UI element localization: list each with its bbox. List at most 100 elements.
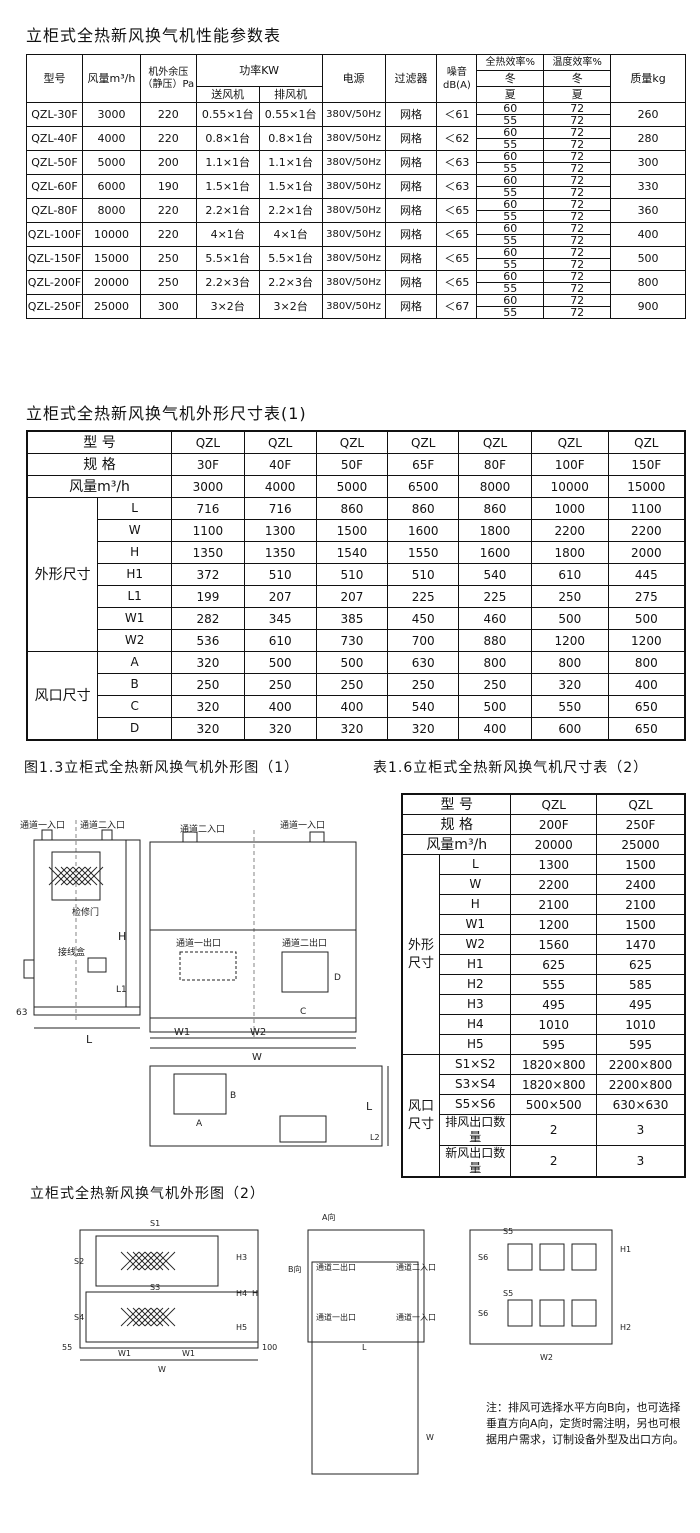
dim2-outer-cell: 1300 xyxy=(510,854,597,875)
perf-cell-filter: 网格 xyxy=(384,198,438,223)
dim1-model-row-cell: QZL xyxy=(387,430,460,454)
fig2-ch1-out: 通道一出口 xyxy=(316,1312,356,1322)
dim1-outer-cell: 199 xyxy=(171,585,245,608)
fig1-L-top: L xyxy=(366,1100,373,1113)
fig2-S6a: S6 xyxy=(478,1253,488,1262)
dim1-spec-row-cell: 40F xyxy=(243,453,317,476)
perf-cell-eff1-winter: 60 xyxy=(476,174,545,187)
perf-cell-src: 380V/50Hz xyxy=(321,294,386,319)
dim1-outer-cell: 1100 xyxy=(171,519,245,542)
perf-cell-air: 3000 xyxy=(81,102,141,127)
perf-cell-air: 6000 xyxy=(81,174,141,199)
fig1-top-ch2-in: 通道二入口 xyxy=(180,823,225,835)
dim1-outer-group-label: 外形尺寸 xyxy=(26,497,99,652)
top-view-body xyxy=(149,1065,383,1147)
dim2-outer-cell: 2100 xyxy=(596,894,686,915)
perf-h-eff1: 全热效率% xyxy=(476,54,545,71)
perf-cell-model: QZL-30F xyxy=(26,102,83,127)
perf-cell-air: 20000 xyxy=(81,270,141,295)
fig1-H: H xyxy=(118,930,126,943)
fig1-ch2-in-label: 通道二入口 xyxy=(80,819,125,831)
perf-cell-src: 380V/50Hz xyxy=(321,198,386,223)
dim2-outer-cell: 1470 xyxy=(596,934,686,955)
fig1-top-ch1-in: 通道一入口 xyxy=(280,819,325,831)
dim1-spec-row-cell: 100F xyxy=(530,453,609,476)
dim1-air-row-cell: 10000 xyxy=(530,475,609,498)
dim1-outer-cell: 1200 xyxy=(530,629,609,652)
perf-cell-noise: ＜63 xyxy=(436,150,478,175)
dim-table1-title: 立柜式全热新风换气机外形尺寸表(1) xyxy=(26,404,307,423)
perf-cell-noise: ＜65 xyxy=(436,198,478,223)
perf-cell-eff1-summer: 55 xyxy=(476,282,545,295)
perf-cell-exhaust: 4×1台 xyxy=(258,222,323,247)
dim1-outer-cell: 1350 xyxy=(171,541,245,564)
note-text: 注：排风可选择水平方向B向，也可选择垂直方向A向，定货时需注明，另也可根据用户需… xyxy=(486,1401,684,1446)
perf-h-air: 风量m³/h xyxy=(81,54,141,103)
perf-cell-press: 220 xyxy=(139,102,197,127)
dim1-port-cell: 400 xyxy=(243,695,317,718)
perf-cell-supply: 5.5×1台 xyxy=(195,246,260,271)
dim1-port-cell: 400 xyxy=(458,717,532,741)
dim1-port-cell: 250 xyxy=(171,673,245,696)
dim2-port-cell: 1820×800 xyxy=(510,1054,597,1075)
perf-cell-eff1-summer: 55 xyxy=(476,258,545,271)
dim2-outer-key: W1 xyxy=(439,914,512,935)
perf-cell-model: QZL-150F xyxy=(26,246,83,271)
dim2-outer-cell: 495 xyxy=(510,994,597,1015)
perf-cell-press: 200 xyxy=(139,150,197,175)
dim1-port-cell: 650 xyxy=(607,717,686,741)
dim1-outer-key: L xyxy=(97,497,173,520)
dim1-outer-cell: 1350 xyxy=(243,541,317,564)
perf-cell-exhaust: 2.2×1台 xyxy=(258,198,323,223)
dim1-outer-cell: 275 xyxy=(607,585,686,608)
perf-cell-filter: 网格 xyxy=(384,246,438,271)
dim1-outer-cell: 880 xyxy=(458,629,532,652)
perf-cell-model: QZL-50F xyxy=(26,150,83,175)
junction-box xyxy=(87,957,107,973)
fig2-title: 立柜式全热新风换气机外形图（2） xyxy=(30,1186,265,1202)
dim1-port-cell: 250 xyxy=(243,673,317,696)
top-port-c xyxy=(279,1115,327,1143)
perf-h-summer2: 夏 xyxy=(543,86,612,103)
fig1-L1: L1 xyxy=(116,985,127,995)
perf-cell-air: 10000 xyxy=(81,222,141,247)
dim1-outer-cell: 1500 xyxy=(315,519,389,542)
dim1-spec-row-label: 规 格 xyxy=(26,453,173,476)
dim2-model-row-label: 型 号 xyxy=(401,793,512,815)
perf-cell-press: 300 xyxy=(139,294,197,319)
perf-cell-filter: 网格 xyxy=(384,222,438,247)
perf-cell-press: 250 xyxy=(139,270,197,295)
fig2-top-body xyxy=(469,1229,613,1345)
dim1-air-row-cell: 8000 xyxy=(458,475,532,498)
fig2-100: 100 xyxy=(262,1343,277,1352)
dim1-outer-key: H1 xyxy=(97,563,173,586)
perf-cell-eff2-winter: 72 xyxy=(543,102,612,115)
dim1-air-row-cell: 15000 xyxy=(607,475,686,498)
perf-cell-noise: ＜65 xyxy=(436,246,478,271)
dim1-port-key: C xyxy=(97,695,173,718)
perf-cell-mass: 400 xyxy=(610,222,686,247)
dim2-outer-cell: 1200 xyxy=(510,914,597,935)
perf-cell-supply: 2.2×3台 xyxy=(195,270,260,295)
perf-cell-eff2-winter: 72 xyxy=(543,294,612,307)
dim1-port-group-label: 风口尺寸 xyxy=(26,651,99,741)
dim2-model-row-cell: QZL xyxy=(510,793,597,815)
dim2-outer-key: H5 xyxy=(439,1034,512,1055)
dim2-port-cell: 3 xyxy=(596,1114,686,1146)
perf-cell-eff1-summer: 55 xyxy=(476,210,545,223)
dim1-spec-row-cell: 30F xyxy=(171,453,245,476)
